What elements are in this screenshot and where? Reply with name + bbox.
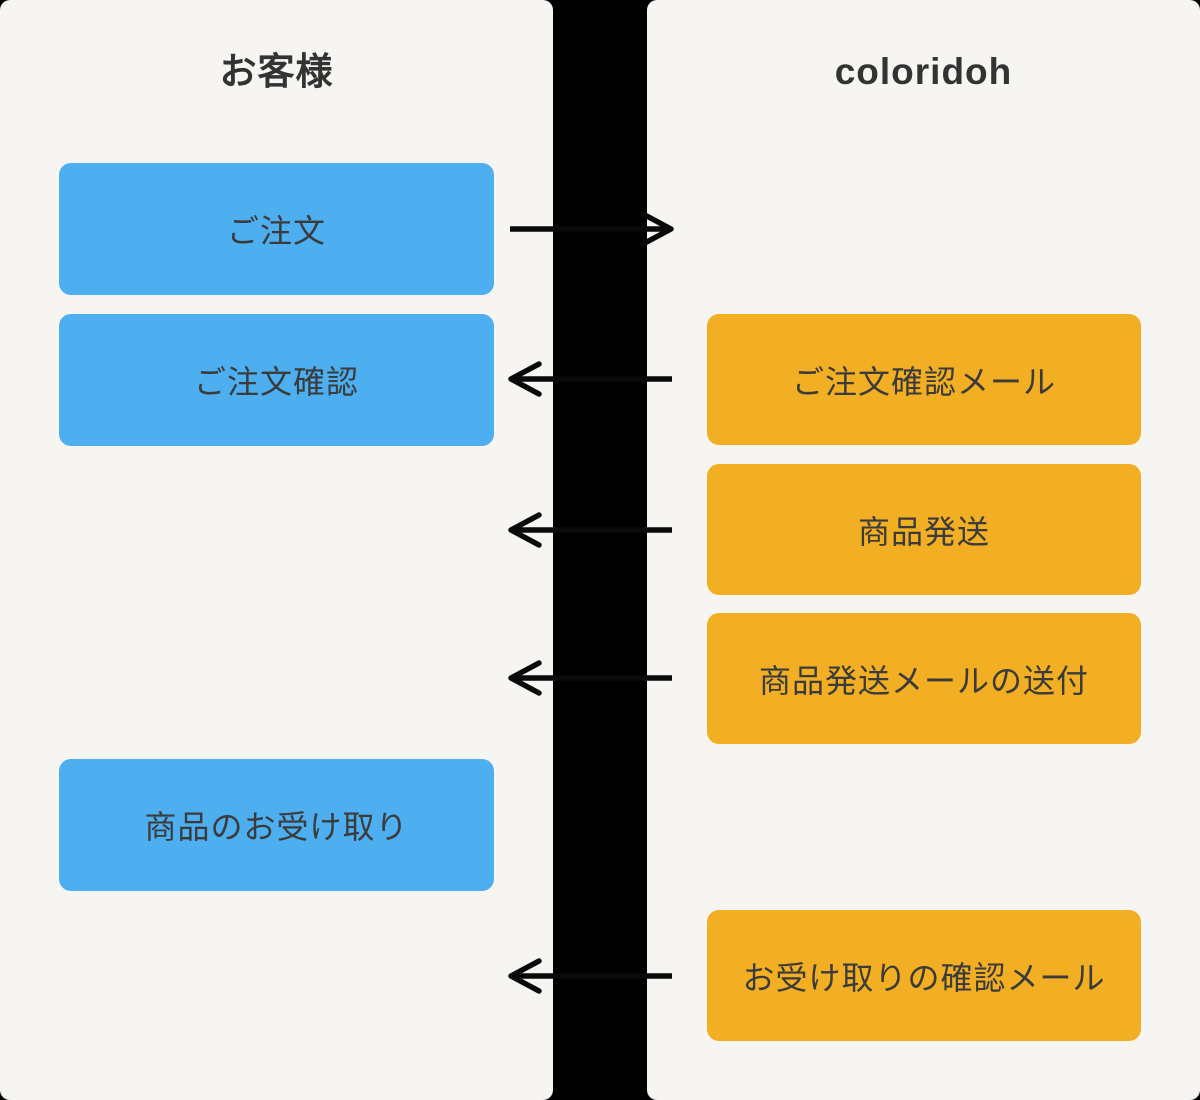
- step-box-product-receipt-label: 商品のお受け取り: [144, 809, 409, 845]
- step-box-shipping-label: 商品発送: [857, 513, 990, 550]
- step-box-order-confirmation: ご注文確認: [59, 314, 494, 446]
- arrow-receipt-confirmation-email-left: [507, 954, 675, 998]
- step-box-order: ご注文: [59, 163, 494, 295]
- step-box-receipt-confirmation-email: お受け取りの確認メール: [707, 910, 1141, 1041]
- arrow-shipping-email-left: [507, 656, 675, 700]
- step-box-shipping: 商品発送: [707, 464, 1141, 595]
- step-box-order-confirmation-email: ご注文確認メール: [707, 314, 1141, 445]
- step-box-order-confirmation-email-label: ご注文確認メール: [791, 363, 1056, 400]
- arrow-order-right: [507, 207, 675, 251]
- company-lane-panel: coloridoh ご注文確認メール 商品発送 商品発送メールの送付 お受け取り…: [647, 0, 1200, 1100]
- step-box-order-label: ご注文: [226, 213, 326, 249]
- step-box-receipt-confirmation-email-label: お受け取りの確認メール: [742, 959, 1106, 996]
- step-box-product-receipt: 商品のお受け取り: [59, 759, 494, 891]
- customer-lane-title: お客様: [219, 51, 334, 92]
- customer-lane-panel: お客様 ご注文 ご注文確認 商品のお受け取り: [0, 0, 553, 1100]
- company-lane-title: coloridoh: [834, 51, 1013, 92]
- arrow-order-confirmation-email-left: [507, 357, 675, 401]
- step-box-order-confirmation-label: ご注文確認: [193, 364, 359, 400]
- step-box-shipping-email: 商品発送メールの送付: [707, 613, 1141, 744]
- arrow-shipping-left: [507, 508, 675, 552]
- step-box-shipping-email-label: 商品発送メールの送付: [758, 662, 1089, 699]
